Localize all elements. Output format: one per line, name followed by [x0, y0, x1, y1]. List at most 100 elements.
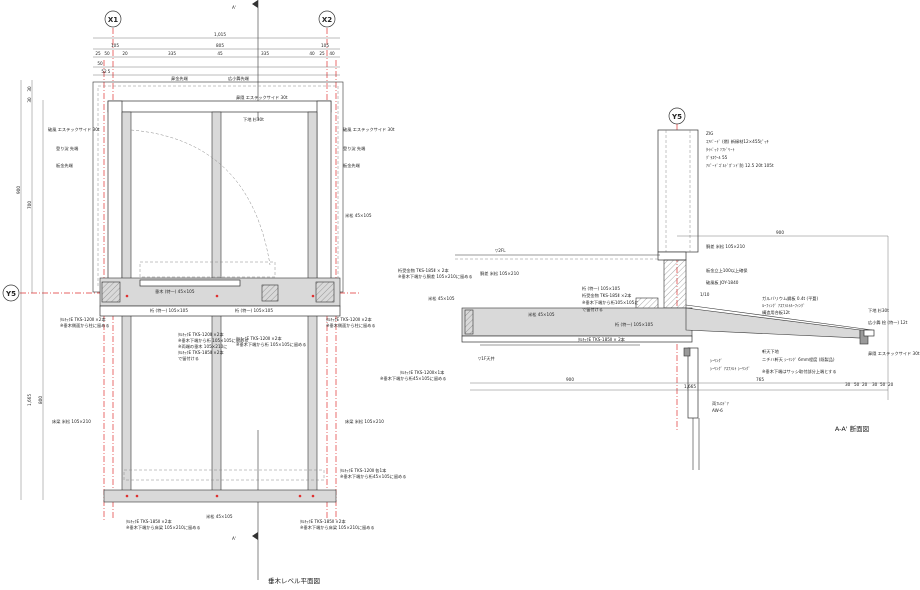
svg-text:桁 (特一) 105×105: 桁 (特一) 105×105 [615, 321, 653, 328]
floor-level-label: ▽2FL [495, 248, 506, 253]
svg-text:桁受金物 TKS-185Ⅱ ×2本: 桁受金物 TKS-185Ⅱ ×2本 [582, 292, 632, 299]
post-section [315, 281, 335, 303]
svg-text:ZIG: ZIG [706, 131, 713, 136]
svg-text:鼻隠 エステックサイド 30t: 鼻隠 エステックサイド 30t [868, 350, 920, 357]
dim-label: 52 [101, 69, 107, 74]
annotation: で留付ける [178, 355, 199, 362]
annotation: ﾀﾙｷｯｸE TKS-120Ⅱ 各1本 [340, 467, 387, 474]
section-arrow-icon [252, 532, 258, 540]
annotation: 下地 杉30t [243, 116, 264, 123]
dim-label: 30 [27, 86, 32, 92]
svg-text:ﾀﾙｷｯｸE TKS-185Ⅱ × 2本: ﾀﾙｷｯｸE TKS-185Ⅱ × 2本 [578, 336, 626, 343]
post-section [261, 284, 279, 302]
annotation: 鼻金先端 [171, 75, 188, 82]
annotation: ﾀﾙｷｯｸE TKS-120Ⅱ ×2本 [236, 335, 282, 342]
annotation: ﾀﾙｷｯｸE TKS-185Ⅱ ×2本 [126, 518, 172, 525]
svg-text:ニチハ軒天 ｼｰﾘﾝｸﾞ 6mm程度 (既製品): ニチハ軒天 ｼｰﾘﾝｸﾞ 6mm程度 (既製品) [762, 356, 835, 363]
grid-bubble-x2 [318, 10, 336, 28]
girder-section [663, 259, 687, 309]
annotation: ﾀﾙｷｯｸE TKS-120Ⅱ ×2本 [326, 316, 372, 323]
svg-text:広小舞 桧 (特一) 12t: 広小舞 桧 (特一) 12t [868, 319, 908, 326]
annotation: ※垂木下端から床梁 105×210に留める [126, 524, 201, 531]
section-annotations: ZIG ｺｱﾊﾞｰﾄﾞ (燃) 新縁材12×455ﾋﾟｯﾁ ﾀｲﾍﾞｯｸ ｿﾌﾄ… [380, 131, 920, 413]
section-view: Y5 ▽2FL ▽1F天井 900 900 [380, 107, 920, 470]
annotation: 板金先端 [343, 162, 360, 169]
dim-label: 800 [38, 396, 43, 404]
svg-text:AW-6: AW-6 [712, 408, 723, 413]
annotation: ※垂木側面から柱に留める [60, 322, 110, 329]
section-title: A-A' 断面図 [835, 424, 869, 433]
annotation: ※垂木下端から床梁 105×210に留める [300, 524, 375, 531]
girder-lower [99, 305, 341, 317]
annotation: 桁 (特一) 105×105 [235, 307, 273, 314]
grid-bubble-x1 [104, 10, 122, 28]
dim-label: 1,015 [214, 32, 226, 37]
annotation: 破風 エステックサイド 30t [48, 126, 100, 133]
svg-text:米松 45×105: 米松 45×105 [428, 295, 455, 302]
svg-text:破風板 JOY-1840: 破風板 JOY-1840 [706, 279, 739, 286]
lower-hidden-beam [123, 469, 325, 481]
dim-label: 50 [104, 51, 110, 56]
annotation: 床梁 米松 105×210 [52, 418, 91, 425]
svg-text:※垂木下端から桁105×105に: ※垂木下端から桁105×105に [582, 299, 639, 306]
svg-text:軒天下地: 軒天下地 [762, 348, 780, 355]
grid-label-y5: Y5 [5, 290, 16, 298]
svg-text:ｼｰﾘﾝｸﾞ ｱｽﾌｧﾙﾄ ｼｰﾘﾝｸﾞ: ｼｰﾘﾝｸﾞ ｱｽﾌｧﾙﾄ ｼｰﾘﾝｸﾞ [710, 366, 750, 372]
svg-text:両ﾌﾚﾛﾄﾞｱ: 両ﾌﾚﾛﾄﾞｱ [712, 401, 729, 407]
dim-label: 30 [27, 97, 32, 103]
svg-text:桁 (特一) 105×105: 桁 (特一) 105×105 [582, 285, 620, 292]
dim-label: 900 [566, 377, 574, 382]
svg-text:1/10: 1/10 [700, 292, 710, 297]
window-head [683, 347, 691, 357]
annotation: 垂木 (特一) 45×105 [155, 288, 195, 295]
roof-finish-line [685, 304, 873, 331]
svg-text:胴差 米松 105×210: 胴差 米松 105×210 [706, 243, 745, 250]
grid-label-x2: X2 [322, 16, 332, 24]
dim-label: 335 [261, 51, 269, 56]
dim-label: 40 [329, 51, 335, 56]
post-section [464, 309, 474, 335]
svg-text:ｸﾞﾗｽｳｰﾙ 55: ｸﾞﾗｽｳｰﾙ 55 [706, 155, 728, 160]
grid-bubble-y5 [2, 284, 20, 302]
svg-text:板金立上100以上確保: 板金立上100以上確保 [706, 267, 748, 274]
annotation: 桁 (特一) 105×105 [150, 307, 188, 314]
grid-label-y5-section: Y5 [671, 113, 682, 121]
svg-text:※垂木下端から桁45×105に留める: ※垂木下端から桁45×105に留める [380, 375, 446, 382]
grid-label-x1: X1 [108, 16, 118, 24]
dim-label: 700 [27, 201, 32, 209]
plan-title: 垂木レベル平面図 [268, 576, 320, 585]
svg-text:ｱﾊﾟｰﾄﾞｺﾞﾙﾄﾞﾎﾞﾝﾄﾞ防 12.5 20t 105: ｱﾊﾟｰﾄﾞｺﾞﾙﾄﾞﾎﾞﾝﾄﾞ防 12.5 20t 105t [706, 162, 774, 169]
dim-label: 50 [854, 382, 860, 387]
dim-label: 20 [122, 51, 128, 56]
svg-text:ｺｱﾊﾞｰﾄﾞ (燃) 新縁材12×455ﾋﾟｯﾁ: ｺｱﾊﾞｰﾄﾞ (燃) 新縁材12×455ﾋﾟｯﾁ [706, 138, 769, 145]
fascia-cap [863, 329, 875, 337]
svg-text:ﾀｲﾍﾞｯｸ ｿﾌﾄﾞﾘｰﾄ: ﾀｲﾍﾞｯｸ ｿﾌﾄﾞﾘｰﾄ [706, 147, 735, 153]
svg-text:胴差 米松 105×210: 胴差 米松 105×210 [480, 270, 519, 277]
svg-text:桁受金物 TKS-185Ⅱ × 2本: 桁受金物 TKS-185Ⅱ × 2本 [398, 267, 449, 274]
annotation: ※垂木下端から桁45×105に留める [340, 473, 406, 480]
svg-text:ﾙｰﾌｨﾝｸﾞ ｱｽﾌｧﾙﾄﾙｰﾌｨﾝｸﾞ: ﾙｰﾌｨﾝｸﾞ ｱｽﾌｧﾙﾄﾙｰﾌｨﾝｸﾞ [762, 303, 805, 309]
header-beam [139, 279, 241, 287]
dim-label: 20 [888, 382, 894, 387]
svg-text:※垂木下端から胴差 105×210に留める: ※垂木下端から胴差 105×210に留める [398, 273, 473, 280]
annotation: ﾀﾙｷｯｸE TKS-185Ⅱ ×2本 [300, 518, 346, 525]
annotation: 登り淀 先端 [343, 145, 365, 152]
ceiling-board [461, 335, 693, 343]
annotation: 広小舞先端 [228, 75, 249, 82]
annotation: ﾀﾙｷｯｸE TKS-120Ⅱ ×2本 [60, 316, 106, 323]
post-section [101, 281, 121, 303]
dim-label: 105 [321, 43, 329, 48]
dim-label: 805 [216, 43, 224, 48]
annotation: ※垂木下端から桁 105×105に留める [178, 337, 248, 344]
dim-label: 900 [16, 186, 21, 194]
svg-text:米松 45×105: 米松 45×105 [528, 311, 555, 318]
svg-text:下地 杉30t: 下地 杉30t [868, 307, 889, 314]
dim-label: 25 [319, 51, 325, 56]
dim-label: 335 [168, 51, 176, 56]
fascia-top [107, 100, 332, 113]
opening-outline [139, 261, 276, 278]
annotation: ※両端の垂木 105×210に [178, 343, 227, 350]
floor-beam [103, 489, 337, 503]
annotation: ※垂木側面から柱に留める [326, 322, 376, 329]
